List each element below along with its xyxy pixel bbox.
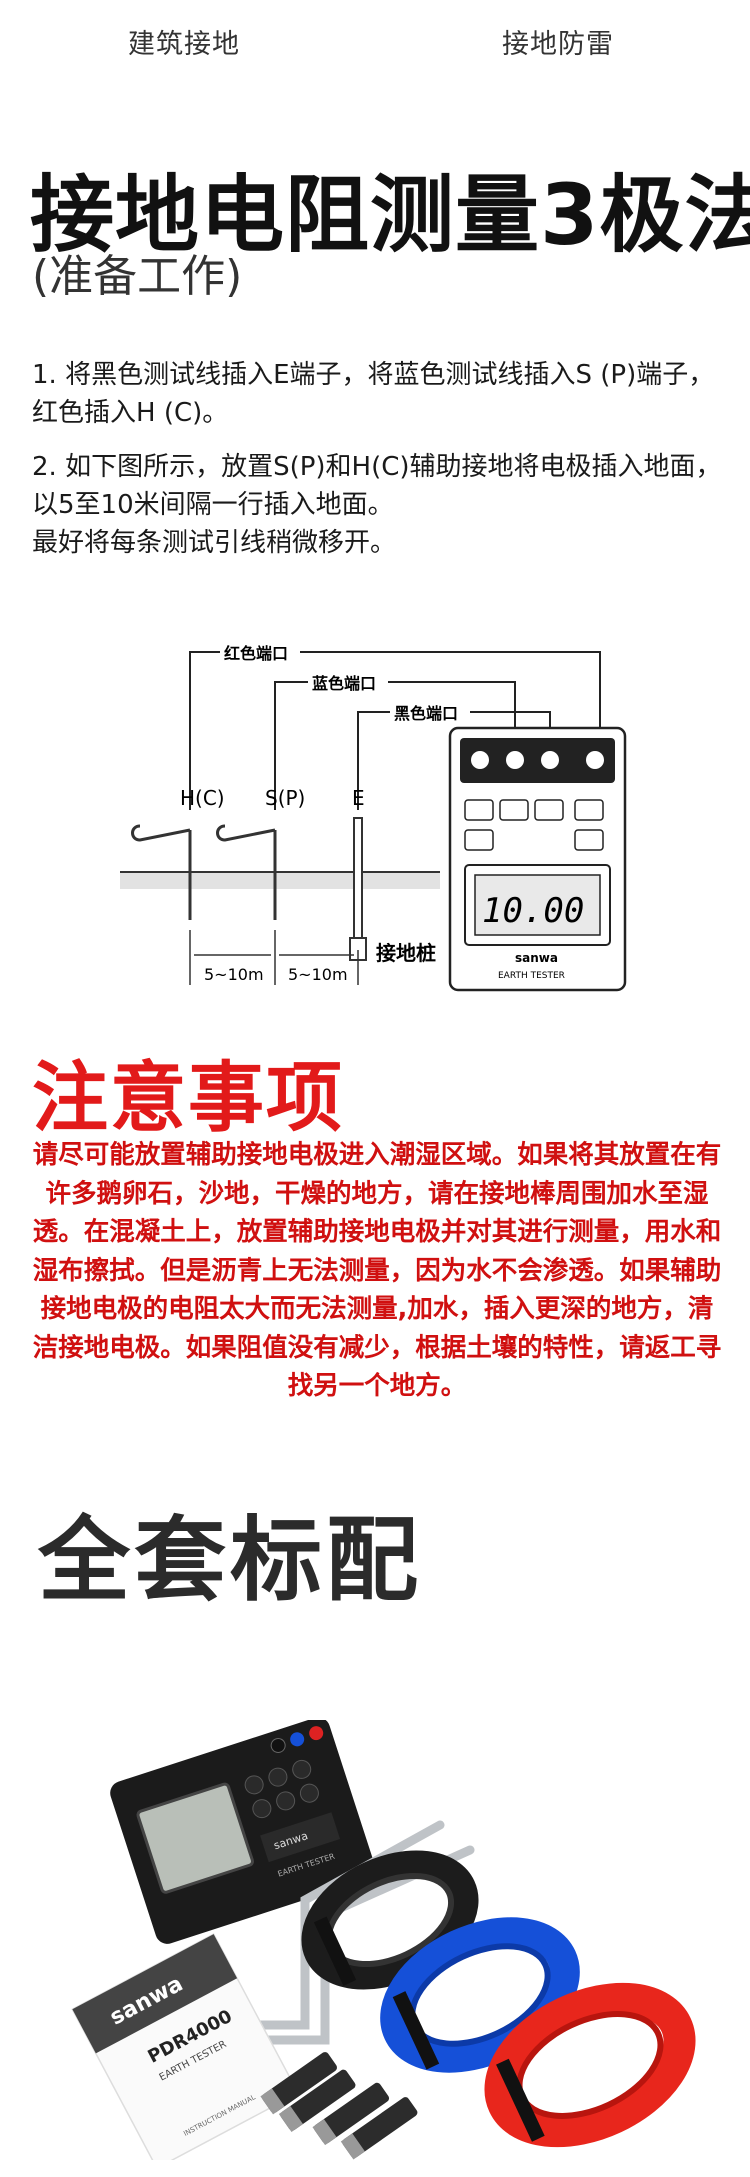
spacing-2: 5~10m bbox=[288, 965, 348, 984]
page-subtitle: (准备工作) bbox=[32, 251, 243, 302]
kit-blue-lead-reel bbox=[380, 1917, 580, 2073]
spacing-1: 5~10m bbox=[204, 965, 264, 984]
probe-s-label: S(P) bbox=[265, 786, 305, 810]
probe-h-label: H(C) bbox=[180, 786, 225, 810]
kit-title: 全套标配 bbox=[38, 1507, 423, 1614]
step-1-text: 1. 将黑色测试线插入E端子，将蓝色测试线插入S (P)端子，红色插入H (C)… bbox=[32, 360, 715, 428]
probe-e-label: E bbox=[352, 786, 365, 810]
red-lead-line bbox=[189, 651, 601, 810]
label-red-port: 红色端口 bbox=[224, 644, 288, 663]
three-pole-diagram: 红色端口 蓝色端口 黑色端口 H(C) S(P) E 接地桩 5~10m 5~1… bbox=[120, 640, 627, 992]
label-black-port: 黑色端口 bbox=[394, 704, 458, 723]
tag-lightning-ground: 接地防雷 bbox=[502, 29, 614, 60]
kit-batteries bbox=[260, 2052, 418, 2160]
step-2-text: 2. 如下图所示，放置S(P)和H(C)辅助接地将电极插入地面，以5至10米间隔… bbox=[32, 452, 722, 558]
device-brand: sanwa bbox=[515, 951, 558, 965]
page-title: 接地电阻测量3极法 bbox=[30, 166, 750, 264]
kit-red-lead-reel bbox=[484, 1982, 696, 2148]
kit-photo: sanwa EARTH TESTER sanwa PDR4000 EARTH T… bbox=[71, 1720, 696, 2160]
probe-s bbox=[216, 824, 277, 920]
warning-body: 请尽可能放置辅助接地电极进入潮湿区域。如果将其放置在有许多鹅卵石，沙地，干燥的地… bbox=[32, 1140, 722, 1401]
ground-rod-label: 接地桩 bbox=[376, 941, 436, 965]
blue-lead-line bbox=[274, 681, 516, 810]
warning-title: 注意事项 bbox=[32, 1053, 344, 1142]
tester-device: 10.00 sanwa EARTH TESTER bbox=[448, 726, 627, 992]
kit-tester-device: sanwa EARTH TESTER bbox=[110, 1720, 376, 1944]
tag-building-ground: 建筑接地 bbox=[128, 29, 240, 60]
kit-manual: sanwa PDR4000 EARTH TESTER INSTRUCTION M… bbox=[71, 1933, 300, 2160]
probe-h bbox=[131, 824, 192, 920]
device-model: EARTH TESTER bbox=[498, 971, 565, 981]
device-display-value: 10.00 bbox=[482, 891, 584, 931]
label-blue-port: 蓝色端口 bbox=[312, 674, 376, 693]
